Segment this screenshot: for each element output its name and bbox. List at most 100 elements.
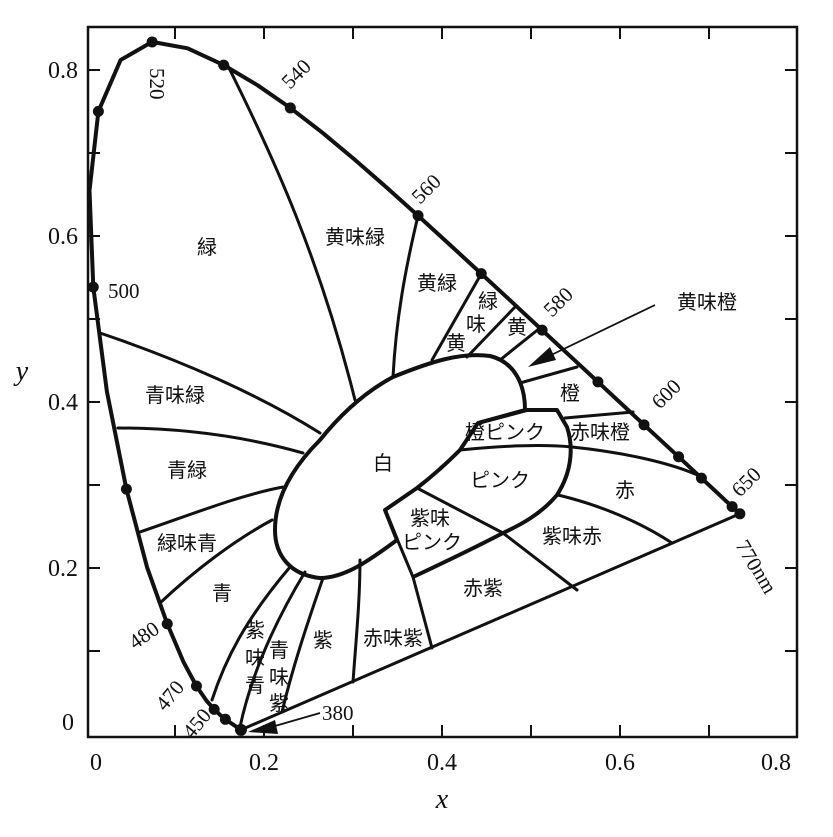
region-label-bluish-purple: 青	[269, 638, 289, 662]
yellowish-orange-arrow	[528, 304, 656, 367]
x-tick-label: 0.2	[249, 750, 279, 776]
region-label-greenish-yellow: 味	[466, 312, 486, 336]
region-label-bluish-purple: 紫	[269, 691, 289, 715]
wavelength-dot-620	[695, 472, 707, 484]
wavelength-dot-530	[218, 59, 230, 71]
region-label-orange-pink: 橙ピンク	[465, 420, 545, 444]
region-label-bluish-purple: 味	[269, 665, 289, 689]
region-label-reddish-orange: 赤味橙	[570, 420, 630, 444]
plot-frame	[86, 25, 799, 739]
region-label-purplish-pink: 紫味	[410, 506, 450, 530]
wavelength-dot-490	[120, 483, 132, 495]
wavelength-label-540: 540	[277, 54, 316, 93]
wavelength-dot-600	[638, 419, 650, 431]
x-tick-label: 0.4	[427, 750, 457, 776]
boundary-purple-reddish-purple	[351, 558, 362, 684]
wavelength-label-380: 380	[322, 701, 354, 725]
y-axis-label: y	[13, 356, 29, 387]
boundary-green-bluish-green	[98, 331, 322, 435]
boundary-orange-reddish-orange	[563, 410, 635, 420]
boundary-pink-outer	[412, 408, 573, 579]
wavelength-dot-560	[412, 210, 424, 222]
wavelength-dot-580	[536, 324, 548, 336]
region-label-blue: 青	[212, 581, 232, 605]
wavelength-dot-590	[592, 376, 604, 388]
wavelength-dot-470	[190, 680, 202, 692]
boundary-yellowish-orange-orange	[518, 365, 579, 385]
boundary-bluish-green-blue-green	[116, 426, 305, 455]
region-label-bluish-green: 青味緑	[145, 383, 205, 407]
wavelength-label-470: 470	[150, 676, 189, 716]
boundary-red-purple-reddish-purple	[411, 575, 434, 650]
boundary-greenish-blue-blue	[158, 518, 274, 605]
region-label-pink: ピンク	[470, 468, 530, 492]
boundary-yellow-yellowish-orange	[498, 326, 542, 362]
wavelength-dot-610	[673, 451, 685, 463]
wavelength-dot-510	[92, 105, 104, 117]
wavelength-dot-650	[726, 501, 738, 513]
spectral-locus-curve	[87, 39, 742, 721]
region-label-blue-green: 青緑	[167, 458, 207, 482]
region-label-greenish-yellow: 緑	[478, 289, 498, 313]
region-label-orange: 橙	[560, 381, 580, 405]
wavelength-dot-460	[208, 703, 220, 715]
wavelength-label-600: 600	[647, 374, 686, 413]
boundary-green-yellowish-green	[225, 62, 357, 402]
wavelength-label-580: 580	[539, 282, 578, 321]
region-label-yellowish-orange: 黄味橙	[677, 290, 737, 314]
wavelength-label-500: 500	[108, 279, 140, 303]
boundary-yellow-green-greenish-yellow	[430, 274, 482, 362]
boundary-bluish-purple-purple	[280, 576, 325, 714]
y-tick-label: 0	[62, 710, 74, 736]
purple-line	[240, 512, 741, 732]
boundary-purplish-blue-bluish-purple	[238, 570, 307, 729]
wavelength-dot-540	[284, 102, 296, 114]
wavelength-label-650: 650	[727, 462, 766, 501]
region-boundaries	[98, 62, 704, 729]
wavelength-label-520: 520	[145, 68, 169, 100]
x-tick-label: 0.8	[761, 750, 791, 776]
wavelength-dot-520	[146, 36, 158, 48]
boundary-yellowish-green-yellow-green	[391, 214, 420, 379]
region-label-purplish-red: 紫味赤	[542, 524, 602, 548]
region-label-yellow-green: 黄緑	[417, 271, 457, 295]
region-label-red: 赤	[615, 478, 635, 502]
x-axis-label: x	[435, 784, 449, 815]
380nm-arrow	[248, 712, 321, 734]
white-region-outline	[273, 353, 527, 580]
y-tick-label: 0.4	[48, 390, 78, 416]
boundary-red-purplish-red	[556, 493, 674, 545]
wavelength-dot-380	[234, 723, 247, 736]
x-tick-label: 0	[90, 750, 102, 776]
region-label-white: 白	[373, 451, 393, 475]
wavelength-dot-500	[87, 281, 99, 293]
wavelength-label-480: 480	[124, 616, 164, 654]
spectral-locus	[87, 36, 746, 736]
region-label-green: 緑	[197, 235, 217, 259]
boundary-blue-green-greenish-blue	[138, 485, 285, 534]
region-label-purple: 紫	[313, 628, 333, 652]
region-label-yellowish-green: 黄味緑	[325, 225, 385, 249]
y-tick-label: 0.8	[48, 58, 78, 84]
region-label-yellow: 黄	[507, 315, 527, 339]
region-label-purplish-pink: ピンク	[402, 530, 462, 554]
wavelength-dot-770	[734, 508, 746, 520]
region-label-purplish-blue: 紫	[245, 618, 265, 642]
region-label-red-purple: 赤紫	[463, 576, 503, 600]
y-tick-label: 0.6	[48, 224, 78, 250]
region-label-purplish-blue: 青	[245, 673, 265, 697]
wavelength-dot-480	[161, 618, 173, 630]
region-label-purplish-blue: 味	[245, 646, 265, 670]
x-tick-label: 0.6	[605, 750, 635, 776]
wavelength-dot-450	[219, 713, 231, 725]
region-labels: 緑黄味緑黄緑黄黄味橙橙橙ピンク赤味橙白ピンク赤紫味赤青味緑青緑緑味青青赤紫紫赤味…	[145, 225, 737, 715]
region-label-greenish-blue: 緑味青	[157, 531, 217, 555]
y-tick-label: 0.2	[48, 556, 78, 582]
wavelength-label-560: 560	[407, 169, 446, 208]
wavelength-dot-570	[475, 268, 487, 280]
region-label-greenish-yellow: 黄	[446, 331, 466, 355]
region-label-reddish-purple: 赤味紫	[363, 626, 423, 650]
boundary-greenish-yellow-yellow	[465, 305, 517, 359]
